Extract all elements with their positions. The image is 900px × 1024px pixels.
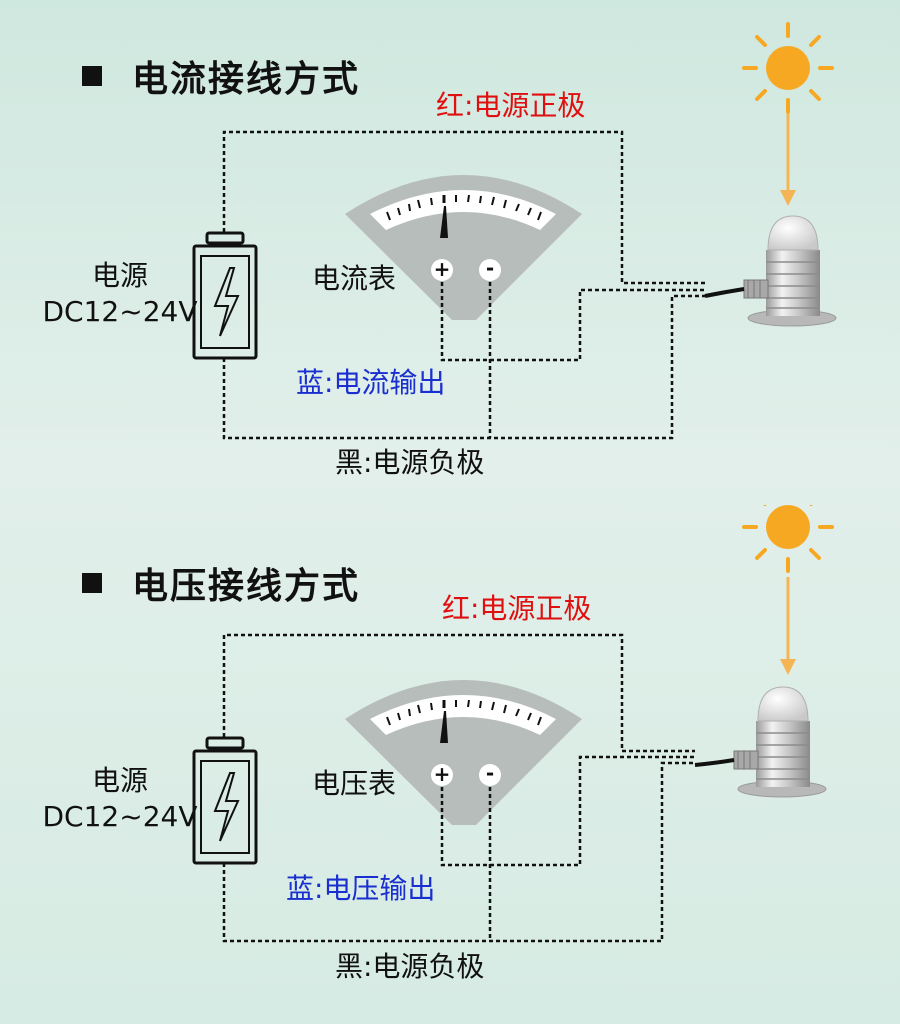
- bullet-icon: [82, 573, 102, 593]
- output-wire-label: 蓝:电压输出: [286, 872, 436, 905]
- arrow-down-icon: [780, 577, 796, 675]
- plus-terminal: +: [433, 257, 451, 281]
- meter-label: 电压表: [312, 767, 397, 800]
- meter-icon: [345, 175, 582, 320]
- wiring: [222, 130, 705, 440]
- section-title: 电压接线方式: [82, 557, 360, 609]
- meter-label: 电流表: [312, 262, 397, 295]
- section-title-text: 电压接线方式: [132, 566, 361, 607]
- battery-icon: [192, 736, 258, 865]
- voltage-wiring-diagram: [192, 505, 834, 943]
- minus-terminal: -: [485, 256, 495, 280]
- sun-icon: [742, 505, 834, 573]
- bullet-icon: [82, 66, 102, 86]
- power-supply-label: 电源 DC12~24V: [40, 763, 200, 836]
- battery-icon: [192, 231, 258, 360]
- power-supply-label: 电源 DC12~24V: [40, 258, 200, 331]
- section-title: 电流接线方式: [82, 50, 360, 102]
- current-wiring-diagram: [192, 22, 837, 440]
- wiring: [222, 633, 695, 943]
- meter-icon: [345, 680, 582, 825]
- positive-wire-label: 红:电源正极: [436, 89, 586, 122]
- positive-wire-label: 红:电源正极: [442, 592, 592, 625]
- power-supply-voltage: DC12~24V: [42, 800, 198, 834]
- plus-terminal: +: [433, 762, 451, 786]
- current-wiring-section: 电流接线方式 红:电源正极 电流表 + - 蓝:电流输出 黑:电源负极 电源 D…: [0, 0, 900, 505]
- power-supply-name: 电源: [91, 764, 148, 797]
- sensor-icon: [704, 215, 837, 327]
- sensor-icon: [694, 686, 827, 798]
- minus-terminal: -: [485, 761, 495, 785]
- output-wire-label: 蓝:电流输出: [296, 366, 446, 399]
- section-title-text: 电流接线方式: [132, 59, 361, 100]
- negative-wire-label: 黑:电源负极: [335, 446, 485, 479]
- sun-icon: [742, 22, 834, 114]
- arrow-down-icon: [780, 114, 796, 206]
- voltage-wiring-section: 电压接线方式 红:电源正极 电压表 + - 蓝:电压输出 黑:电源负极 电源 D…: [0, 505, 900, 1010]
- power-supply-name: 电源: [91, 259, 148, 292]
- negative-wire-label: 黑:电源负极: [335, 950, 485, 983]
- power-supply-voltage: DC12~24V: [42, 295, 198, 329]
